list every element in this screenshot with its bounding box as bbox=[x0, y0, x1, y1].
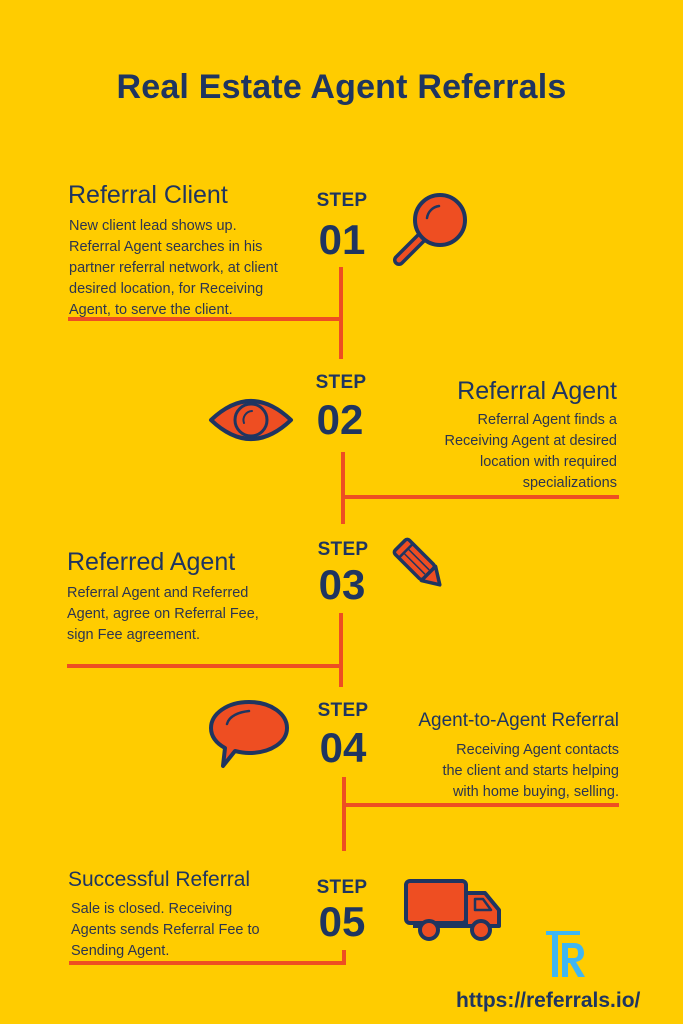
step-2-heading: Referral Agent bbox=[457, 377, 617, 405]
desc-line: desired location, for Receiving bbox=[69, 281, 264, 297]
step-1-heading: Referral Client bbox=[68, 181, 228, 209]
step-3-connector-horizontal bbox=[67, 664, 343, 668]
step-5-connector-horizontal bbox=[69, 961, 346, 965]
step-3-description: Referral Agent and Referred Agent, agree… bbox=[67, 583, 259, 646]
step-4-connector-horizontal bbox=[342, 803, 619, 807]
desc-line: Sale is closed. Receiving bbox=[71, 901, 233, 917]
step-5-label: STEP bbox=[316, 877, 368, 898]
step-1-label: STEP bbox=[316, 190, 368, 211]
step-1-number: 01 bbox=[318, 216, 366, 263]
desc-line: Receiving Agent contacts bbox=[456, 742, 619, 758]
desc-line: Agent, agree on Referral Fee, bbox=[67, 606, 259, 622]
step-4-number: 04 bbox=[319, 724, 367, 771]
desc-line: New client lead shows up. bbox=[69, 218, 237, 234]
step-5-number: 05 bbox=[318, 898, 366, 945]
step-5-heading: Successful Referral bbox=[68, 868, 251, 891]
desc-line: Referral Agent finds a bbox=[477, 412, 617, 428]
desc-line: Agents sends Referral Fee to bbox=[71, 922, 260, 938]
desc-line: Receiving Agent at desired bbox=[444, 433, 618, 449]
desc-line: the client and starts helping bbox=[442, 763, 619, 779]
step-3-heading: Referred Agent bbox=[67, 548, 236, 576]
step-2-connector-vertical bbox=[341, 452, 345, 524]
desc-line: Referral Agent and Referred bbox=[67, 585, 249, 601]
step-1-connector-horizontal bbox=[68, 317, 343, 321]
step-4-heading: Agent-to-Agent Referral bbox=[418, 710, 619, 731]
magnifying-glass-icon bbox=[393, 193, 467, 266]
desc-line: location with required bbox=[479, 454, 617, 470]
page-title: Real Estate Agent Referrals bbox=[116, 68, 567, 106]
website-url-link[interactable]: https://referrals.io/ bbox=[456, 989, 641, 1012]
step-1-connector-vertical bbox=[339, 267, 343, 359]
step-3-connector-vertical bbox=[339, 613, 343, 687]
desc-line: specializations bbox=[522, 475, 617, 491]
step-1-description: New client lead shows up. Referral Agent… bbox=[69, 216, 278, 321]
eye-icon bbox=[209, 399, 293, 441]
step-4-description: Receiving Agent contacts the client and … bbox=[442, 740, 619, 803]
step-4-connector-vertical bbox=[342, 777, 346, 851]
desc-line: Agent, to serve the client. bbox=[69, 302, 233, 318]
step-2-label: STEP bbox=[315, 372, 367, 393]
step-5-description: Sale is closed. Receiving Agents sends R… bbox=[71, 899, 260, 962]
step-3-number: 03 bbox=[318, 561, 366, 608]
desc-line: partner referral network, at client bbox=[69, 260, 278, 276]
step-4-label: STEP bbox=[317, 700, 369, 721]
step-2-description: Referral Agent finds a Receiving Agent a… bbox=[445, 410, 618, 494]
desc-line: with home buying, selling. bbox=[452, 784, 619, 800]
desc-line: Sending Agent. bbox=[71, 943, 170, 959]
step-2-connector-horizontal bbox=[341, 495, 619, 499]
step-3-label: STEP bbox=[317, 539, 369, 560]
speech-bubble-icon bbox=[209, 700, 289, 768]
pencil-icon bbox=[392, 537, 442, 587]
delivery-truck-icon bbox=[404, 879, 501, 941]
desc-line: sign Fee agreement. bbox=[67, 627, 200, 643]
step-2-number: 02 bbox=[316, 396, 364, 443]
referrals-logo-icon bbox=[546, 931, 585, 977]
desc-line: Referral Agent searches in his bbox=[69, 239, 263, 255]
step-5-connector-vertical bbox=[342, 950, 346, 965]
